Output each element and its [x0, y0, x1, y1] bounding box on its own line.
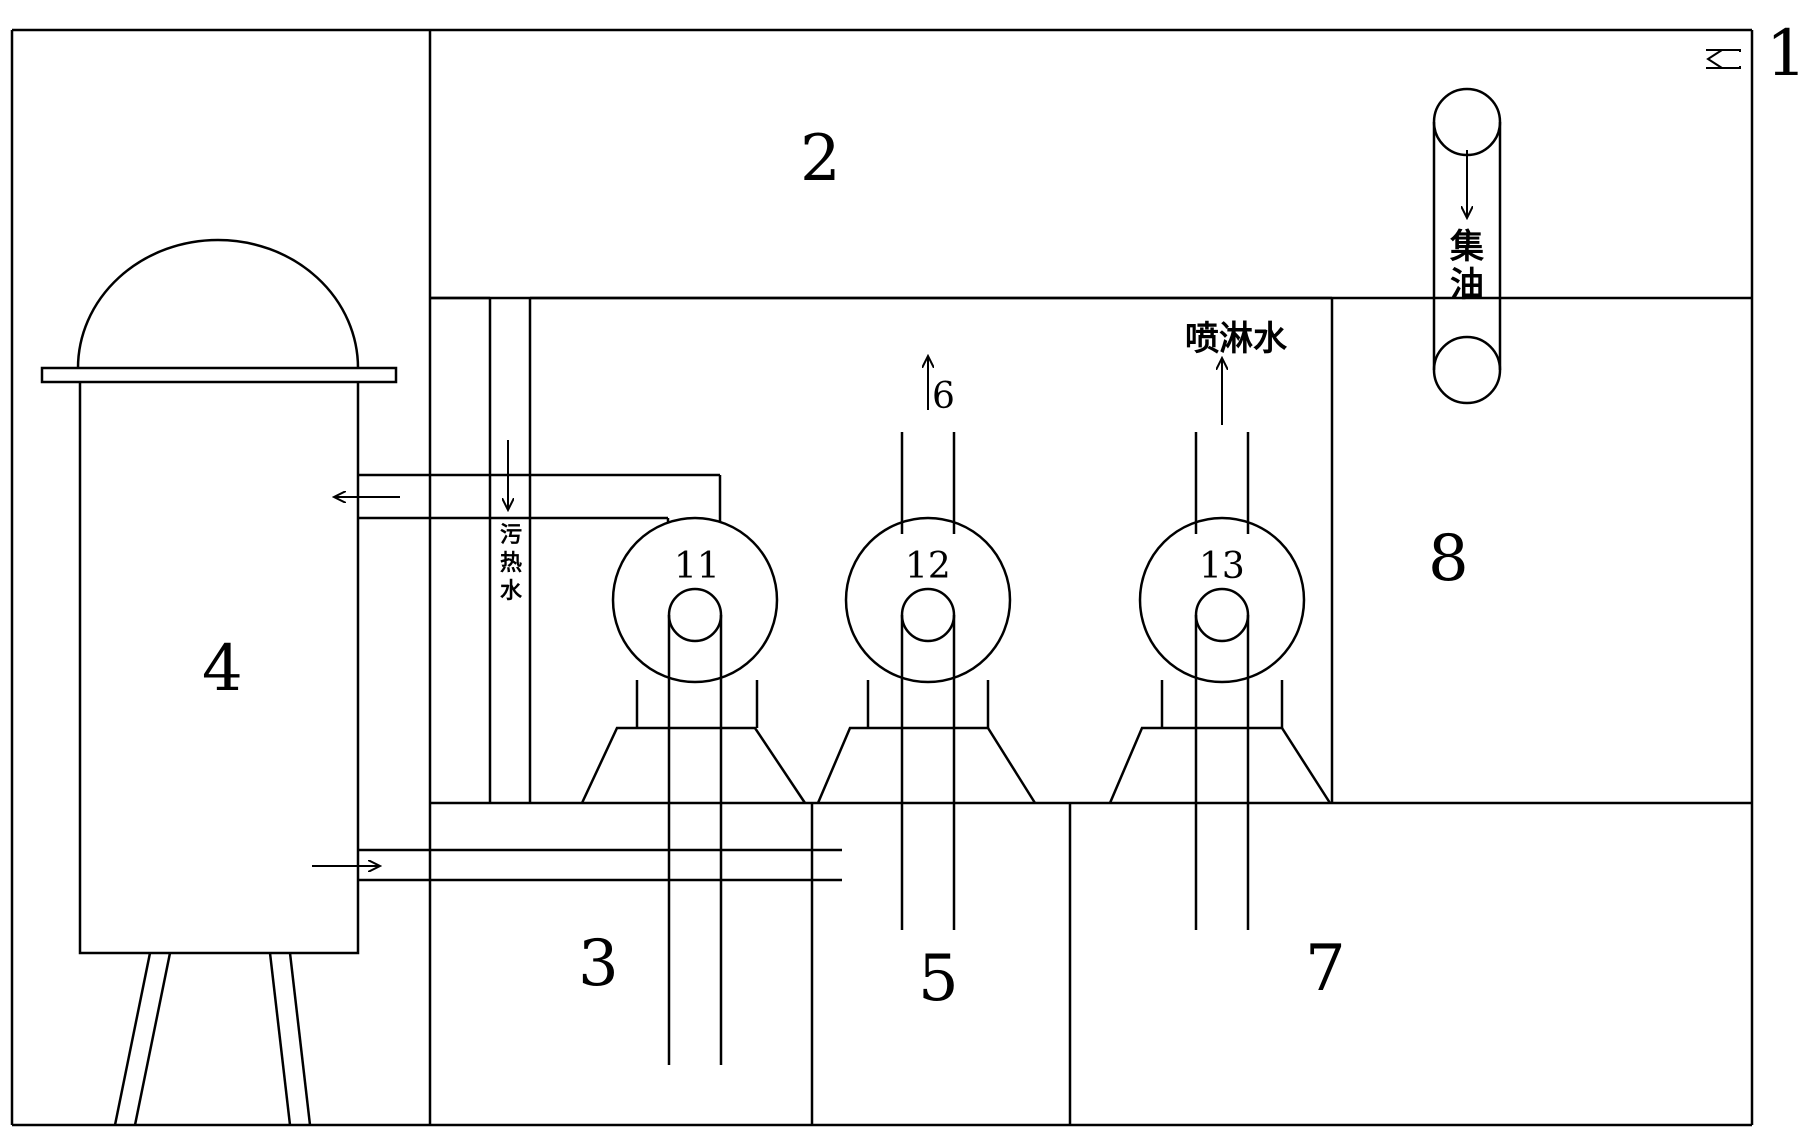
outer-frame — [10, 28, 1754, 1127]
dirty-water-char-3: 水 — [500, 578, 523, 604]
label-2: 2 — [800, 122, 841, 196]
label-pump-11: 11 — [674, 546, 720, 587]
dirty-water-char-1: 污 — [500, 522, 522, 548]
label-4: 4 — [202, 632, 243, 706]
pipe-exchanger-to-pump11 — [334, 473, 722, 550]
label-6: 6 — [932, 376, 955, 417]
dirty-water-char-2: 热 — [500, 550, 522, 576]
label-oil-collect-1: 集 — [1449, 227, 1484, 267]
partitions — [428, 30, 1752, 1125]
label-5: 5 — [918, 942, 959, 1016]
label-1: 1 — [1766, 17, 1807, 91]
label-oil-collect-2: 油 — [1450, 265, 1484, 305]
heat-exchanger — [40, 238, 398, 1126]
oil-collector-belt — [1432, 87, 1502, 405]
label-spray-water: 喷淋水 — [1185, 319, 1288, 359]
inlet-arrow — [1706, 49, 1741, 69]
pump-13 — [1108, 358, 1332, 930]
pump-11 — [580, 516, 807, 1065]
label-7: 7 — [1305, 932, 1346, 1006]
label-pump-13: 13 — [1199, 546, 1245, 587]
pipe-return-to-exchanger — [312, 848, 842, 882]
label-8: 8 — [1428, 522, 1469, 596]
label-3: 3 — [578, 927, 619, 1001]
pump-12 — [816, 356, 1037, 930]
label-pump-12: 12 — [905, 546, 951, 587]
